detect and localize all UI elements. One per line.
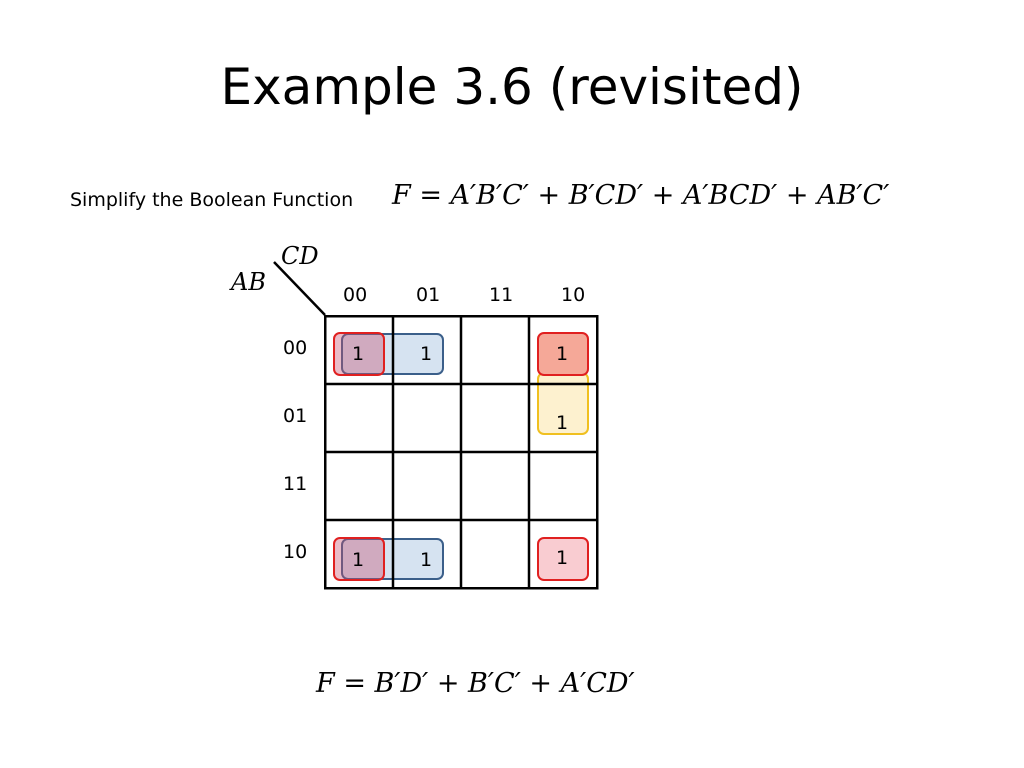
kmap-col-label-11: 11	[489, 284, 514, 306]
kmap-cell-r0-c3: 1	[555, 343, 569, 365]
kmap-cell-r1-c3: 1	[555, 412, 569, 434]
kmap-cell-r3-c0: 1	[351, 549, 365, 571]
kmap-row-variable: AB	[231, 268, 266, 296]
kmap-cell-r0-c0: 1	[351, 343, 365, 365]
kmap-column-variable: CD	[281, 242, 319, 270]
kmap-cell-r3-c3: 1	[555, 547, 569, 569]
group-b-d-corner-bottom-right	[537, 537, 589, 581]
kmap-cell-r0-c1: 1	[419, 343, 433, 365]
kmap-cell-r3-c1: 1	[419, 549, 433, 571]
group-b-d-corner-bottom-left	[333, 537, 385, 581]
kmap-grid	[324, 315, 599, 590]
group-b-d-corner-top-left	[333, 332, 385, 376]
boolean-function: F = A′B′C′ + B′CD′ + A′BCD′ + AB′C′	[392, 180, 890, 211]
kmap-row-label-10: 10	[283, 541, 308, 563]
slide-title: Example 3.6 (revisited)	[220, 58, 804, 116]
kmap-row-label-11: 11	[283, 473, 308, 495]
kmap-col-label-00: 00	[343, 284, 368, 306]
group-a-cd-yellow	[537, 372, 589, 435]
problem-prompt: Simplify the Boolean Function	[70, 189, 354, 211]
kmap-row-label-00: 00	[283, 337, 308, 359]
kmap-col-label-10: 10	[561, 284, 586, 306]
group-b-d-corner-top-right	[537, 332, 589, 376]
kmap-row-label-01: 01	[283, 405, 308, 427]
kmap-col-label-01: 01	[416, 284, 441, 306]
simplified-function: F = B′D′ + B′C′ + A′CD′	[316, 668, 635, 699]
